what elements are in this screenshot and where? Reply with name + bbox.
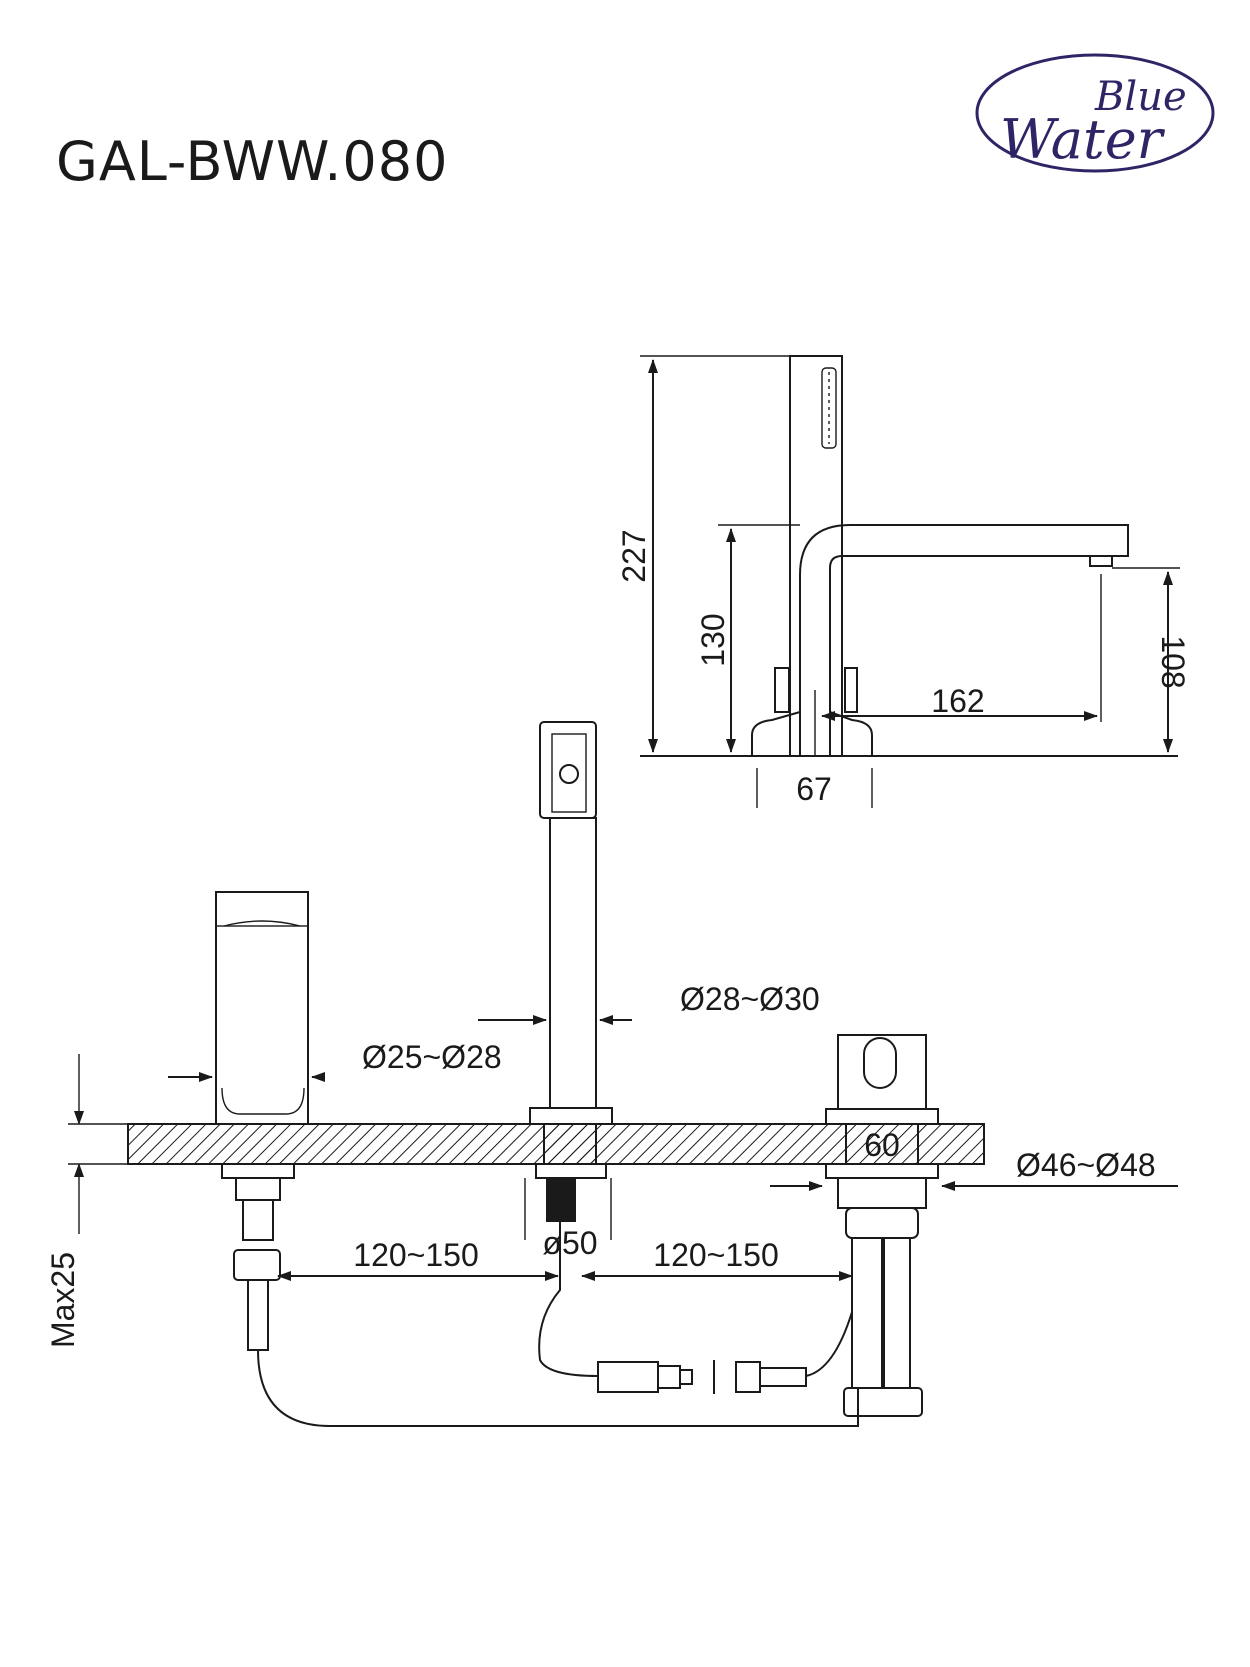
dim-base-width: 67 [796,771,832,807]
dim-spacing-left: 120~150 [353,1237,478,1273]
mixer-assembly: 60 Ø46~Ø48 [770,1034,1178,1417]
logo-text-blue: Blue [1094,74,1187,120]
brand-logo: Blue Water [975,53,1215,173]
dim-spout-dia: Ø25~Ø28 [362,1039,502,1075]
dim-hole-dia: ø50 [542,1225,597,1261]
handshower-shank [546,1178,576,1222]
dim-reach: 162 [931,683,984,719]
model-number: GAL-BWW.080 [56,130,449,193]
spout-assembly: Ø25~Ø28 [168,891,502,1351]
handshower-hole-hatch [543,1123,597,1165]
dim-height-spout: 130 [695,613,731,666]
side-view: 227 130 108 162 67 [616,355,1191,808]
dim-mixer-size: 60 [864,1127,900,1163]
front-view: Max25 Ø25~Ø28 [45,721,1178,1427]
logo-ellipse [975,53,1215,173]
dim-mixer-dia: Ø46~Ø48 [1016,1147,1156,1183]
dim-deck-thickness: Max25 [45,1252,81,1348]
dim-spacing-right: 120~150 [653,1237,778,1273]
dim-height-total: 227 [616,529,652,582]
logo-text-water: Water [1000,108,1166,171]
dim-height-outlet: 108 [1155,635,1191,688]
dim-handshower-dia: Ø28~Ø30 [680,981,820,1017]
handshower-assembly: Ø28~Ø30 ø50 [478,721,820,1261]
